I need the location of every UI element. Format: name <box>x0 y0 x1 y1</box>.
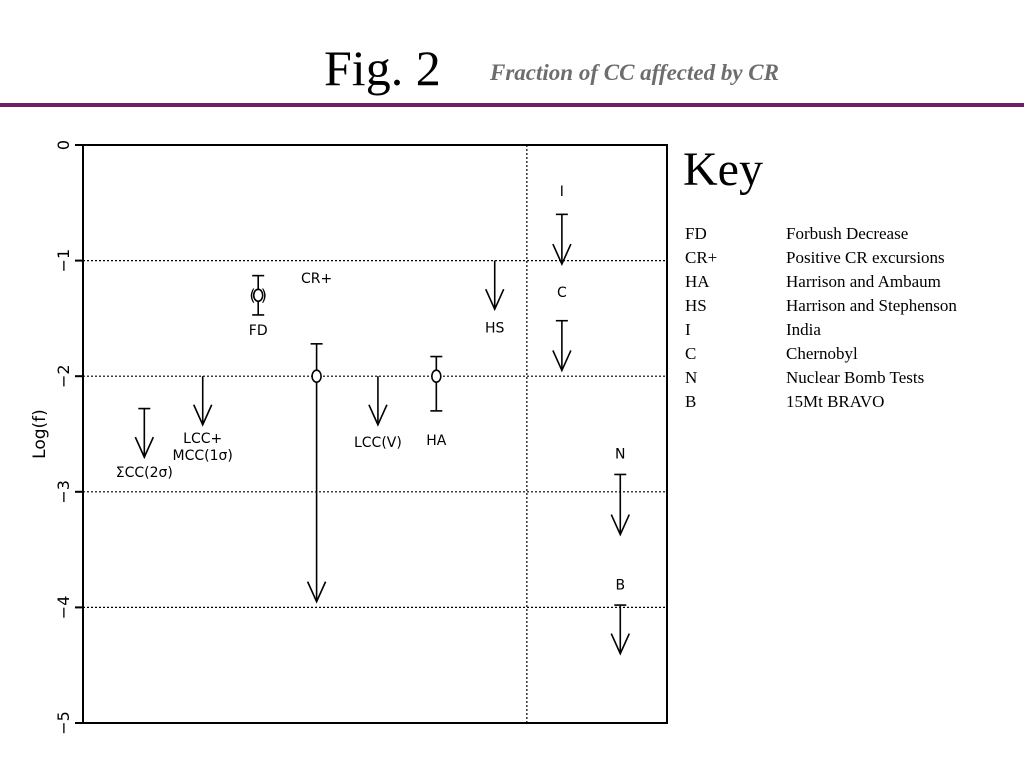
arrow-head <box>552 350 572 373</box>
point-label: CR+ <box>301 271 332 287</box>
point-label: HS <box>485 321 505 337</box>
key-title: Key <box>683 143 763 196</box>
point-label: LCC+ <box>183 431 222 447</box>
key-description: Nuclear Bomb Tests <box>786 368 925 387</box>
title-divider <box>0 103 1024 107</box>
y-tick-label: −2 <box>54 364 73 388</box>
data-point <box>311 369 322 384</box>
log-f-chart: 0 −1 −2 −3 −4 −5 Log(f) ΣCC(2σ) LCC+MCC(1σ) ( )… <box>30 140 668 735</box>
key-row: CR+ Positive CR excursions <box>685 246 957 270</box>
key-row: C Chernobyl <box>685 342 957 366</box>
arrow-head <box>368 404 388 427</box>
plot-frame <box>82 144 668 724</box>
arrow-head <box>134 436 155 460</box>
key-abbr: HS <box>685 296 707 315</box>
y-axis-label: Log(f) <box>30 409 50 459</box>
upper-limit-arrow <box>484 260 505 312</box>
error-bar <box>306 343 327 604</box>
y-tick-label: −3 <box>54 480 73 504</box>
key-description: Forbush Decrease <box>786 224 909 243</box>
point-label: I <box>560 184 564 200</box>
key-abbr: HA <box>685 272 710 291</box>
key-row: HA Harrison and Ambaum <box>685 270 957 294</box>
chart-marks: ΣCC(2σ) LCC+MCC(1σ) ( ) FD CR+ LCC(V) HA HS I C N B <box>116 184 631 656</box>
key-description: India <box>786 320 821 339</box>
key-description: Harrison and Stephenson <box>786 296 957 315</box>
error-bar <box>252 274 265 316</box>
point-label: C <box>557 285 567 301</box>
page-title: Fig. 2 <box>324 40 441 96</box>
key-description: Chernobyl <box>786 344 858 363</box>
point-label: FD <box>249 323 268 339</box>
y-tick-label: −5 <box>54 711 73 735</box>
upper-limit-arrow <box>552 213 572 267</box>
error-bar <box>430 355 443 412</box>
key-row: I India <box>685 318 957 342</box>
arrow-head <box>192 404 213 427</box>
arrow-head <box>484 288 505 312</box>
key-abbr: I <box>685 320 691 339</box>
upper-limit-arrow <box>192 376 213 427</box>
key-description: Positive CR excursions <box>786 248 945 267</box>
chart-grid <box>83 145 667 723</box>
point-label: HA <box>426 433 447 449</box>
point-label: B <box>615 577 625 593</box>
data-point <box>252 288 264 303</box>
key-row: HS Harrison and Stephenson <box>685 294 957 318</box>
point-label: LCC(V) <box>354 435 402 451</box>
key-abbr: CR+ <box>685 248 718 267</box>
upper-limit-arrow <box>610 473 631 537</box>
arrow-head <box>306 581 327 604</box>
upper-limit-arrow <box>368 376 388 427</box>
arrow-head <box>552 243 572 267</box>
y-tick-label: 0 <box>54 140 73 150</box>
point-label: ΣCC(2σ) <box>116 465 173 481</box>
key-row: B 15Mt BRAVO <box>685 390 957 414</box>
upper-limit-arrow <box>552 319 572 373</box>
upper-limit-arrow <box>134 407 155 460</box>
key-abbr: B <box>685 392 697 411</box>
key-description: 15Mt BRAVO <box>786 392 885 411</box>
key-row: FD Forbush Decrease <box>685 222 957 246</box>
key-abbr: N <box>685 368 698 387</box>
point-label: N <box>615 447 625 463</box>
point-label: ( ) <box>249 285 267 304</box>
key-abbr: FD <box>685 224 707 243</box>
y-axis: 0 −1 −2 −3 −4 −5 <box>54 140 83 735</box>
y-tick-label: −4 <box>54 596 73 620</box>
point-label: MCC(1σ) <box>173 448 233 464</box>
key-description: Harrison and Ambaum <box>786 272 941 291</box>
upper-limit-arrow <box>610 604 631 656</box>
y-tick-label: −1 <box>54 249 73 273</box>
page-subtitle: Fraction of CC affected by CR <box>490 60 779 85</box>
key-abbr: C <box>685 344 697 363</box>
arrow-head <box>610 514 631 537</box>
key-row: N Nuclear Bomb Tests <box>685 366 957 390</box>
data-point <box>431 369 442 384</box>
arrow-head <box>610 633 631 656</box>
